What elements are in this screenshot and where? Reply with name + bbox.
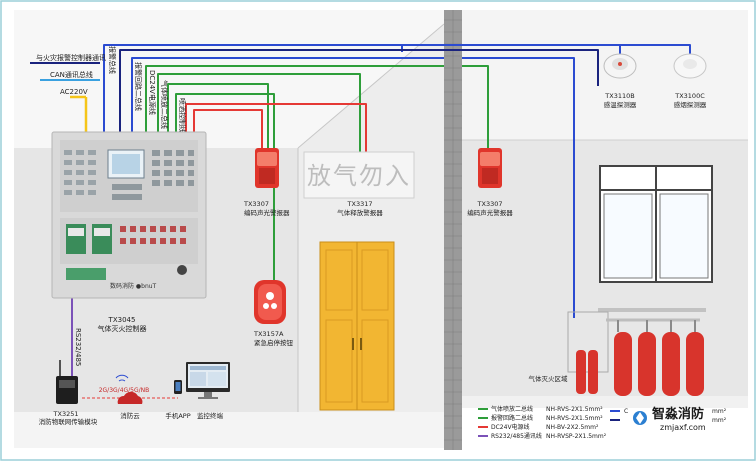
gas-extinguishing-controller[interactable]: 数码消防 ●bnuT: [51, 131, 207, 299]
iot-model: TX3251: [53, 410, 79, 418]
wire-label-alarm-bus: 报警总线: [108, 46, 117, 74]
legend-item: 报警回路二总线 NH-RVS-2X1.5mm²: [478, 414, 603, 422]
legend-label: 报警回路二总线: [491, 414, 533, 422]
panel-model: TX3317: [347, 200, 373, 208]
cloud-label: 消防云: [120, 411, 140, 420]
wire-label-start: 喷洒控制线: [178, 98, 187, 133]
button-name: 紧急启停按钮: [254, 338, 294, 347]
smoke-detector[interactable]: [673, 53, 707, 79]
controller-name: 气体灭火控制器: [98, 324, 147, 333]
watermark: 智淼消防 zmjaxf.com: [633, 406, 706, 432]
wire-label-ac220: AC220V: [60, 88, 88, 96]
wifi-icon: [115, 374, 129, 382]
legend-spec: NH-RVS-2X1.5mm²: [546, 415, 603, 422]
wire-label-gas-loop2: 气体喷放二总线: [160, 80, 169, 129]
panel-display-text: 放气勿入: [307, 162, 411, 190]
network-label: 2G/3G/4G/5G/NB: [99, 387, 150, 394]
legend-spec: NH-BV-2X2.5mm²: [546, 424, 599, 431]
iot-module[interactable]: [56, 360, 78, 404]
legend-item-extra: mm²: [610, 417, 727, 424]
door: [319, 241, 395, 411]
iot-name: 消防物联网传输模块: [39, 417, 98, 426]
sounder-alarm-1[interactable]: [255, 148, 279, 188]
watermark-url: zmjaxf.com: [660, 423, 706, 432]
legend-spec: NH-RVSP-2X1.5mm²: [546, 433, 607, 440]
det1-model: TX3110B: [604, 92, 634, 100]
controller-model: TX3045: [108, 316, 136, 324]
legend-label: 气体喷放二总线: [491, 405, 533, 413]
wire-label-can: CAN通讯总线: [50, 70, 93, 79]
rs-line-label: RS232/485: [74, 328, 82, 366]
button-model: TX3157A: [253, 330, 284, 338]
wire-label-alarm-loop2: 报警回路二总线: [134, 62, 143, 111]
legend-extra-label: C: [624, 408, 628, 415]
det1-name: 感温探测器: [604, 100, 637, 109]
heat-detector[interactable]: [603, 53, 637, 79]
legend-item: DC24V电源线 NH-BV-2X2.5mm²: [478, 423, 599, 431]
mobile-app-label: 手机APP: [165, 411, 190, 420]
gas-release-warning-panel[interactable]: 放气勿入: [303, 151, 415, 199]
gas-cylinder-rack: [567, 308, 706, 396]
sounder-alarm-2[interactable]: [478, 148, 502, 188]
monitor-label: 监控终端: [197, 411, 224, 420]
wire-label-comm: 与火灾报警控制器通讯: [36, 53, 106, 62]
legend-extra-spec: mm²: [712, 417, 727, 424]
controller-brand: 数码消防 ●bnuT: [110, 282, 157, 290]
legend-item: RS232/485通讯线 NH-RVSP-2X1.5mm²: [478, 432, 607, 440]
legend-spec: NH-RVS-2X1.5mm²: [546, 406, 603, 413]
cloud-icon: [117, 391, 143, 404]
legend-label: RS232/485通讯线: [491, 432, 542, 440]
wiring: [30, 44, 691, 380]
window: [599, 165, 713, 283]
det2-model: TX3100C: [674, 92, 705, 100]
zone-label: 气体灭火区域: [529, 374, 569, 383]
sounder1-model: TX3307: [243, 200, 269, 208]
phone-icon: [174, 380, 182, 394]
monitor-icon: [186, 362, 230, 399]
legend-item: 气体喷放二总线 NH-RVS-2X1.5mm²: [478, 405, 603, 413]
wire-label-dc24: DC24V电源线: [148, 70, 157, 115]
det2-name: 感烟探测器: [674, 100, 707, 109]
wire-labels: 与火灾报警控制器通讯 CAN通讯总线 AC220V 报警总线 报警回路二总线 D…: [36, 46, 187, 133]
legend-item-extra: C mm²: [610, 408, 727, 415]
sounder2-model: TX3307: [477, 200, 503, 208]
sounder2-name: 编码声光警报器: [467, 208, 513, 217]
panel-name: 气体释放警报器: [337, 208, 383, 217]
legend: 气体喷放二总线 NH-RVS-2X1.5mm² 报警回路二总线 NH-RVS-2…: [478, 405, 727, 440]
sounder1-name: 编码声光警报器: [244, 208, 290, 217]
legend-label: DC24V电源线: [491, 423, 530, 431]
watermark-cn: 智淼消防: [652, 406, 704, 422]
legend-extra-spec: mm²: [712, 408, 727, 415]
emergency-stop-button[interactable]: [254, 280, 286, 324]
